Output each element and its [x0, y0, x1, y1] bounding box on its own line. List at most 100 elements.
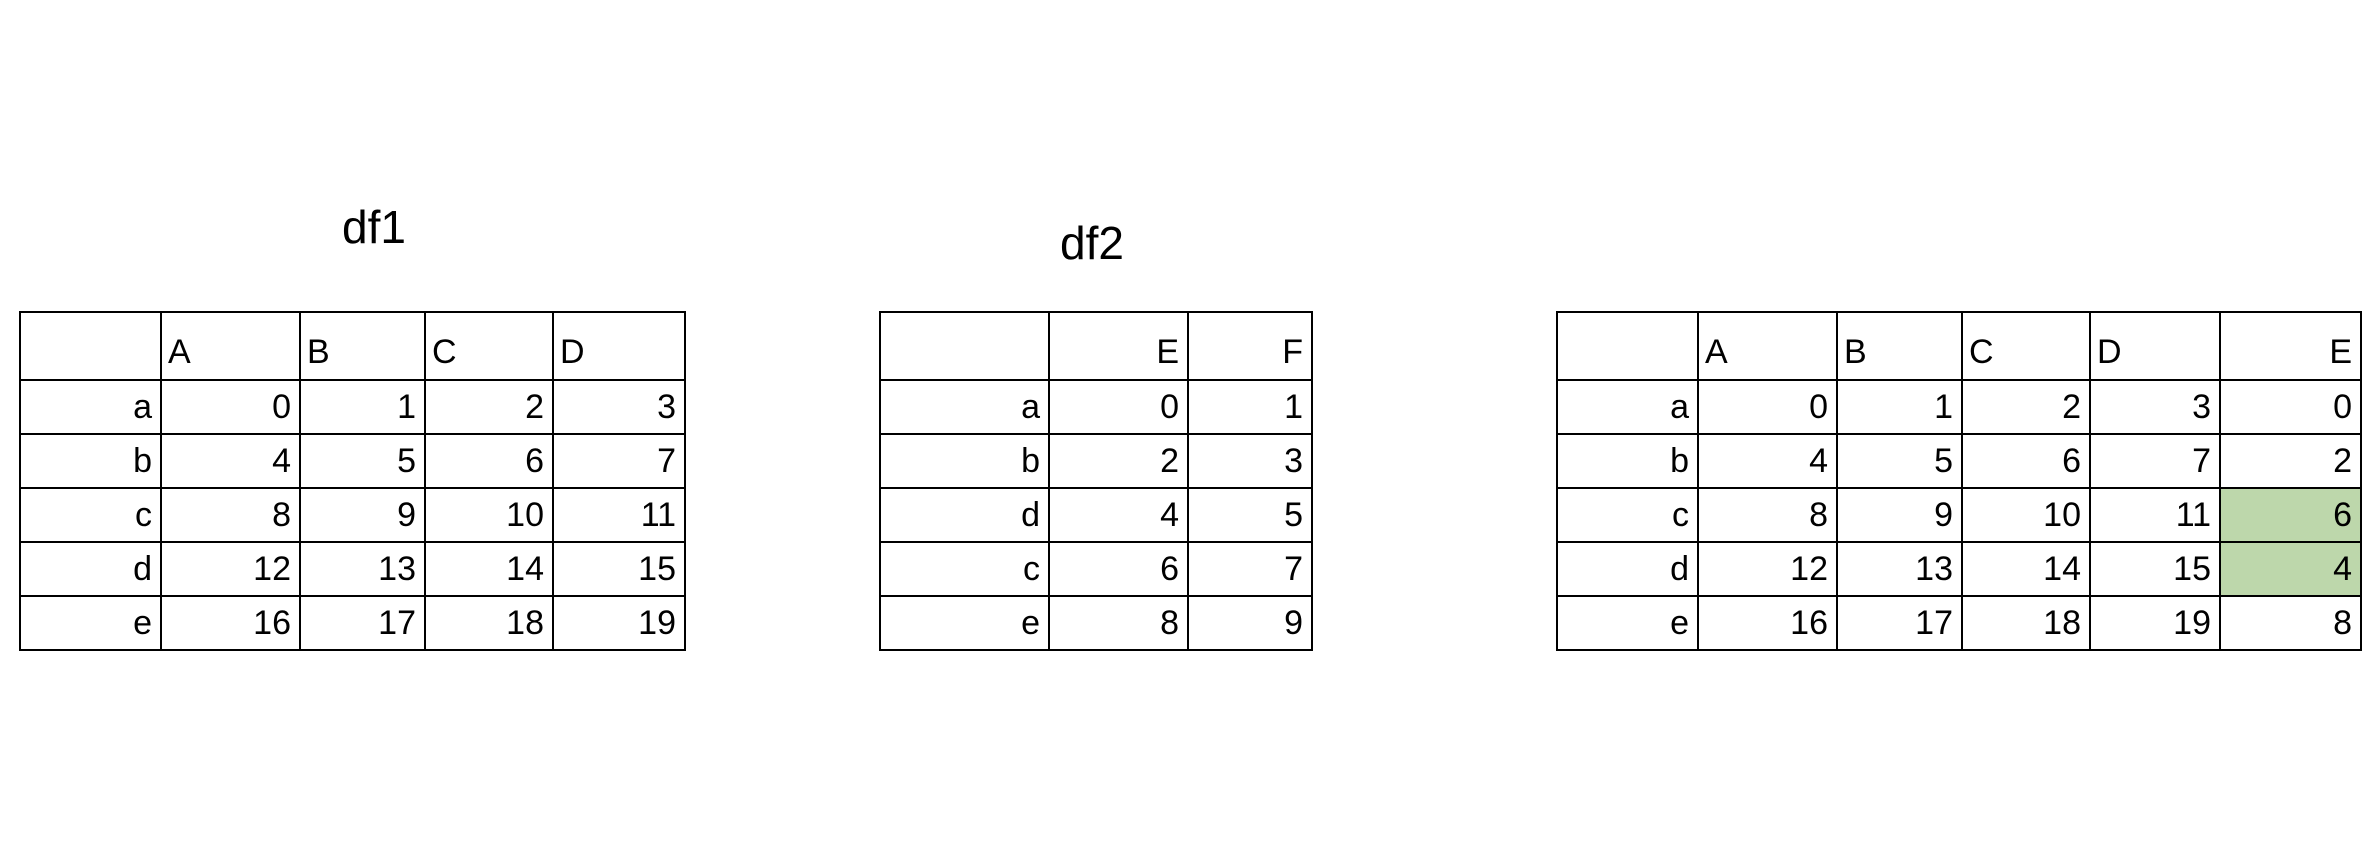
row-index-cell: d [879, 487, 1050, 543]
value-cell: 6 [1961, 433, 2091, 489]
value-cell: 6 [1048, 541, 1189, 597]
value-cell: 7 [552, 433, 686, 489]
df1-table: A B C D a 0 1 2 3 b 4 5 6 7 c 8 9 10 11 … [19, 311, 686, 651]
row-index-cell: a [879, 379, 1050, 435]
value-cell: 12 [1697, 541, 1838, 597]
header-row: E F [879, 311, 1313, 381]
value-cell: 3 [552, 379, 686, 435]
df1-title: df1 [342, 201, 406, 253]
row-index-cell: d [1556, 541, 1699, 597]
index-header-cell [1556, 311, 1699, 381]
value-cell: 9 [299, 487, 426, 543]
table-row: c 8 9 10 11 6 [1556, 487, 2362, 543]
table-row: b 2 3 [879, 433, 1313, 489]
value-cell: 5 [299, 433, 426, 489]
row-index-cell: c [19, 487, 162, 543]
result-table: A B C D E a 0 1 2 3 0 b 4 5 6 7 2 c 8 9 … [1556, 311, 2362, 651]
column-header-cell: F [1187, 311, 1313, 381]
value-cell: 3 [1187, 433, 1313, 489]
table-row: b 4 5 6 7 [19, 433, 686, 489]
header-row: A B C D E [1556, 311, 2362, 381]
value-cell: 2 [1048, 433, 1189, 489]
column-header-cell: D [552, 311, 686, 381]
highlighted-value-cell: 4 [2219, 541, 2362, 597]
row-index-cell: c [1556, 487, 1699, 543]
row-index-cell: c [879, 541, 1050, 597]
value-cell: 4 [1697, 433, 1838, 489]
value-cell: 13 [1836, 541, 1963, 597]
column-header-cell: E [1048, 311, 1189, 381]
value-cell: 5 [1187, 487, 1313, 543]
value-cell: 8 [160, 487, 301, 543]
df2-table: E F a 0 1 b 2 3 d 4 5 c 6 7 e 8 9 [879, 311, 1313, 651]
value-cell: 2 [2219, 433, 2362, 489]
value-cell: 18 [424, 595, 554, 651]
value-cell: 12 [160, 541, 301, 597]
value-cell: 4 [160, 433, 301, 489]
value-cell: 2 [424, 379, 554, 435]
value-cell: 15 [552, 541, 686, 597]
value-cell: 8 [1048, 595, 1189, 651]
value-cell: 5 [1836, 433, 1963, 489]
value-cell: 0 [1697, 379, 1838, 435]
row-index-cell: b [19, 433, 162, 489]
column-header-cell: D [2089, 311, 2221, 381]
value-cell: 7 [2089, 433, 2221, 489]
value-cell: 14 [1961, 541, 2091, 597]
value-cell: 0 [160, 379, 301, 435]
value-cell: 16 [160, 595, 301, 651]
value-cell: 13 [299, 541, 426, 597]
column-header-cell: C [1961, 311, 2091, 381]
value-cell: 3 [2089, 379, 2221, 435]
value-cell: 10 [424, 487, 554, 543]
value-cell: 15 [2089, 541, 2221, 597]
value-cell: 1 [1187, 379, 1313, 435]
value-cell: 19 [552, 595, 686, 651]
value-cell: 18 [1961, 595, 2091, 651]
value-cell: 1 [299, 379, 426, 435]
index-header-cell [879, 311, 1050, 381]
column-header-cell: A [160, 311, 301, 381]
row-index-cell: e [879, 595, 1050, 651]
row-index-cell: b [879, 433, 1050, 489]
df2-title: df2 [1060, 217, 1124, 269]
table-row: a 0 1 2 3 [19, 379, 686, 435]
value-cell: 16 [1697, 595, 1838, 651]
table-row: b 4 5 6 7 2 [1556, 433, 2362, 489]
table-row: a 0 1 [879, 379, 1313, 435]
value-cell: 9 [1187, 595, 1313, 651]
row-index-cell: e [19, 595, 162, 651]
value-cell: 11 [552, 487, 686, 543]
table-row: e 16 17 18 19 8 [1556, 595, 2362, 651]
header-row: A B C D [19, 311, 686, 381]
table-row: c 8 9 10 11 [19, 487, 686, 543]
value-cell: 4 [1048, 487, 1189, 543]
row-index-cell: e [1556, 595, 1699, 651]
value-cell: 0 [1048, 379, 1189, 435]
row-index-cell: a [19, 379, 162, 435]
row-index-cell: b [1556, 433, 1699, 489]
column-header-cell: B [299, 311, 426, 381]
value-cell: 11 [2089, 487, 2221, 543]
value-cell: 0 [2219, 379, 2362, 435]
value-cell: 17 [299, 595, 426, 651]
value-cell: 8 [1697, 487, 1838, 543]
column-header-cell: A [1697, 311, 1838, 381]
value-cell: 8 [2219, 595, 2362, 651]
value-cell: 10 [1961, 487, 2091, 543]
column-header-cell: C [424, 311, 554, 381]
table-row: e 16 17 18 19 [19, 595, 686, 651]
table-row: d 12 13 14 15 4 [1556, 541, 2362, 597]
value-cell: 17 [1836, 595, 1963, 651]
table-row: c 6 7 [879, 541, 1313, 597]
value-cell: 9 [1836, 487, 1963, 543]
column-header-cell: E [2219, 311, 2362, 381]
highlighted-value-cell: 6 [2219, 487, 2362, 543]
value-cell: 1 [1836, 379, 1963, 435]
value-cell: 14 [424, 541, 554, 597]
value-cell: 2 [1961, 379, 2091, 435]
value-cell: 19 [2089, 595, 2221, 651]
value-cell: 7 [1187, 541, 1313, 597]
row-index-cell: a [1556, 379, 1699, 435]
table-row: a 0 1 2 3 0 [1556, 379, 2362, 435]
